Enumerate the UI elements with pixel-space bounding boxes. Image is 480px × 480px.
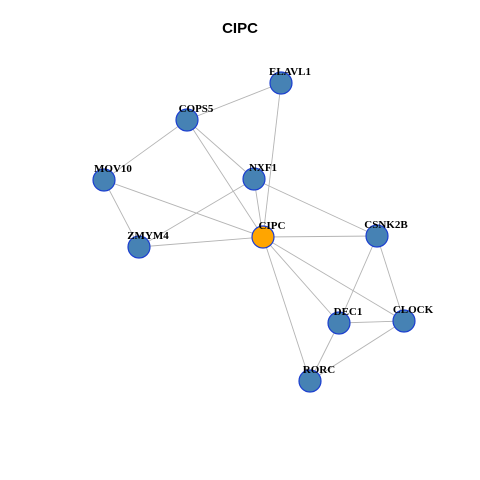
edge-cipc-clock bbox=[262, 236, 405, 322]
node-label-zmym4: ZMYM4 bbox=[127, 230, 169, 242]
edge-cops5-nxf1 bbox=[186, 119, 255, 180]
edge-csnk2b-dec1 bbox=[338, 235, 378, 324]
node-label-csnk2b: CSNK2B bbox=[364, 219, 408, 231]
edge-nxf1-csnk2b bbox=[253, 178, 378, 237]
edge-cops5-mov10 bbox=[103, 119, 188, 181]
edge-cipc-dec1 bbox=[262, 236, 340, 324]
node-rorc[interactable] bbox=[298, 369, 322, 393]
node-nxf1[interactable] bbox=[242, 167, 266, 191]
edge-nxf1-zmym4 bbox=[138, 178, 255, 248]
nodes-layer bbox=[92, 71, 416, 393]
node-cops5[interactable] bbox=[175, 108, 199, 132]
edge-elavl1-cipc bbox=[262, 82, 282, 238]
node-label-nxf1: NXF1 bbox=[249, 162, 277, 174]
edge-mov10-cipc bbox=[103, 179, 264, 238]
node-label-elavl1: ELAVL1 bbox=[269, 66, 311, 78]
edges-layer bbox=[103, 82, 405, 382]
node-elavl1[interactable] bbox=[269, 71, 293, 95]
edge-cipc-csnk2b bbox=[262, 235, 378, 238]
node-label-cops5: COPS5 bbox=[179, 103, 214, 115]
diagram-title: CIPC bbox=[222, 20, 258, 37]
node-dec1[interactable] bbox=[327, 311, 351, 335]
node-csnk2b[interactable] bbox=[365, 224, 389, 248]
edge-mov10-zmym4 bbox=[103, 179, 140, 248]
node-label-clock: CLOCK bbox=[393, 304, 434, 316]
edge-cops5-cipc bbox=[186, 119, 264, 238]
edge-rorc-clock bbox=[309, 320, 405, 382]
node-label-mov10: MOV10 bbox=[94, 163, 132, 175]
node-label-cipc: CIPC bbox=[259, 220, 286, 232]
edge-cipc-rorc bbox=[262, 236, 311, 382]
node-label-rorc: RORC bbox=[303, 364, 335, 376]
edge-zmym4-cipc bbox=[138, 236, 264, 248]
edge-cops5-elavl1 bbox=[186, 82, 282, 121]
node-label-dec1: DEC1 bbox=[334, 306, 363, 318]
node-cipc[interactable] bbox=[251, 225, 275, 249]
node-mov10[interactable] bbox=[92, 168, 116, 192]
edge-csnk2b-clock bbox=[376, 235, 405, 322]
node-zmym4[interactable] bbox=[127, 235, 151, 259]
node-clock[interactable] bbox=[392, 309, 416, 333]
